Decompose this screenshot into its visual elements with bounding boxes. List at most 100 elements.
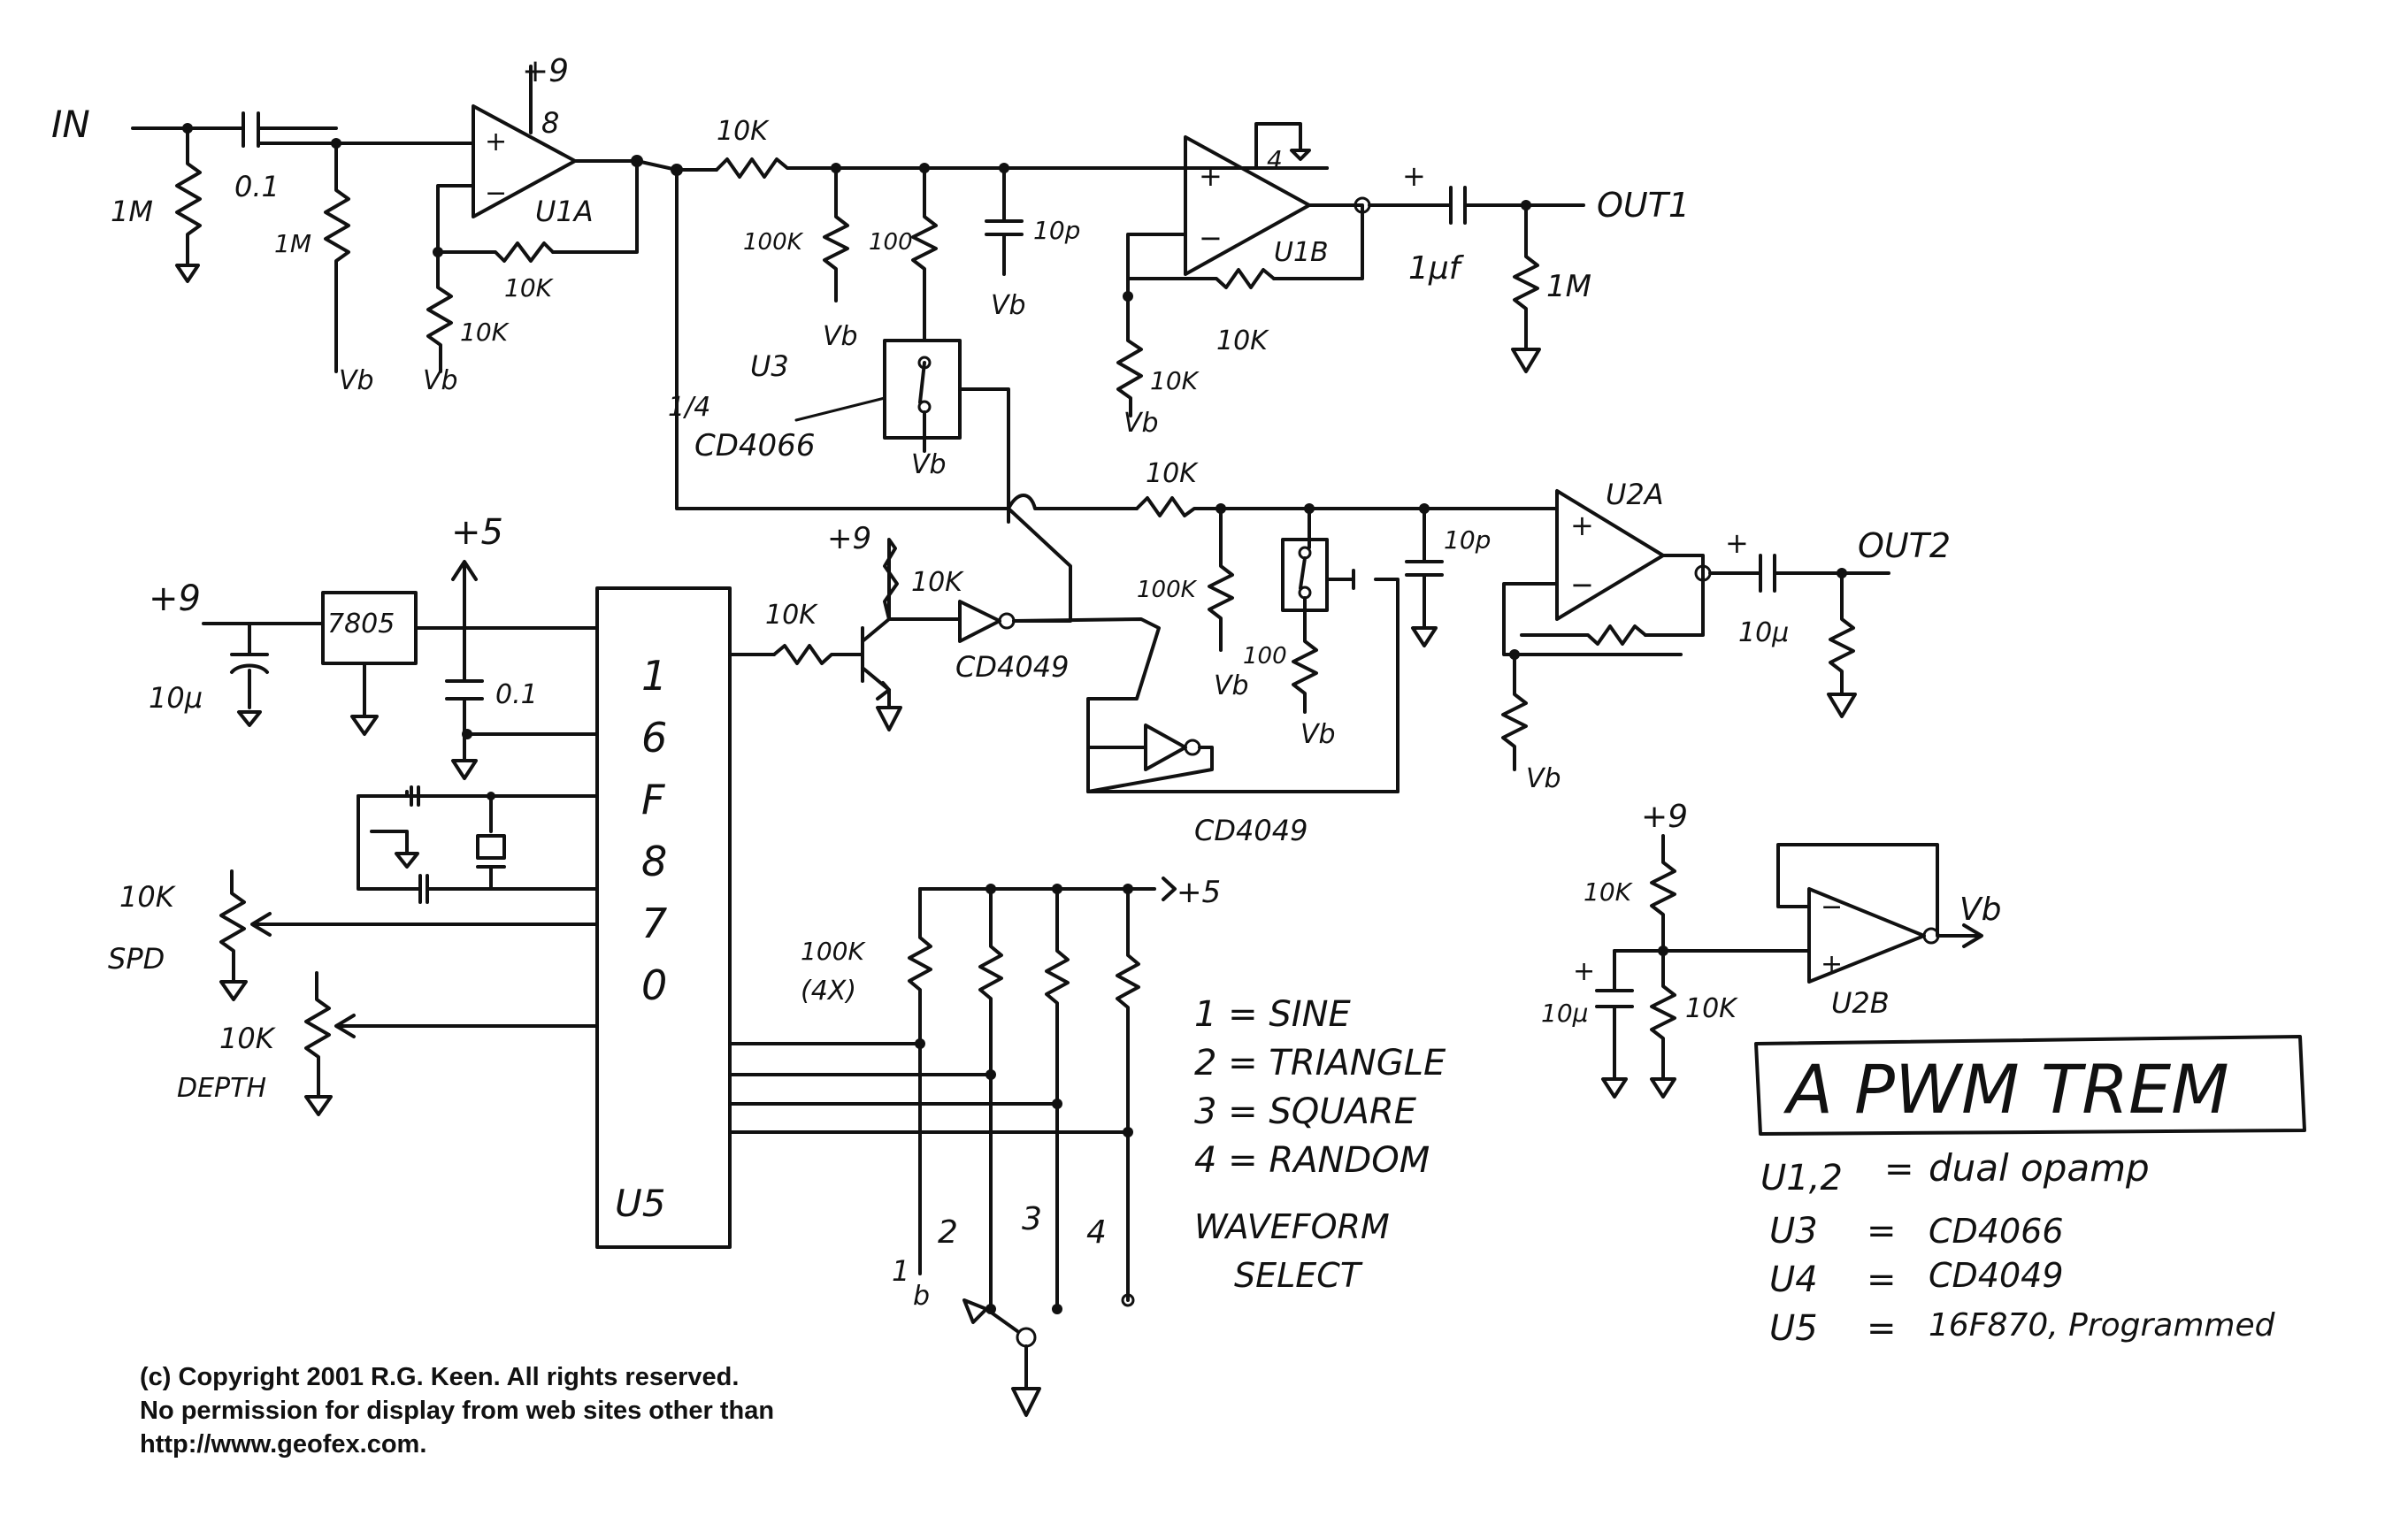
- c-input-label: 0.1: [234, 170, 280, 203]
- u5-part-char-6: 0: [641, 961, 667, 1009]
- parts-part-4: 16F870, Programmed: [1929, 1307, 2276, 1344]
- reg-supply-label: +9: [149, 578, 201, 619]
- u1-supply-label: +9: [522, 53, 569, 89]
- cd4049-b-label: CD4049: [1194, 814, 1308, 847]
- r-10k-series2-label: 10K: [1146, 458, 1199, 489]
- u5-part-char-5: 7: [641, 900, 667, 947]
- vb-label-8: Vb: [1300, 719, 1336, 750]
- vb-label-6: Vb: [1123, 408, 1159, 439]
- c-10p-2-label: 10p: [1444, 525, 1491, 555]
- r-10k-bias-bot-label: 10K: [1685, 993, 1738, 1024]
- svg-text:+: +: [1821, 949, 1843, 980]
- r-100k-1-label: 100K: [743, 229, 804, 256]
- parts-part-1: dual opamp: [1929, 1146, 2150, 1190]
- waveform-caption-2: SELECT: [1234, 1256, 1363, 1295]
- u5-part-char-2: 6: [641, 714, 667, 762]
- vb-label-9: Vb: [1526, 763, 1561, 794]
- copyright-line-2: No permission for display from web sites…: [140, 1397, 775, 1425]
- r-1m-input-label: 1M: [111, 195, 153, 228]
- depth-label: DEPTH: [177, 1073, 266, 1104]
- waveform-legend-4: 4 = RANDOM: [1194, 1140, 1430, 1181]
- r-pullups-label: 100K: [801, 937, 866, 966]
- u1-pin4-label: 4: [1267, 145, 1283, 174]
- pot-depth-value-label: 10K: [219, 1022, 277, 1055]
- u1b-label: U1B: [1274, 237, 1329, 268]
- vb-label-7: Vb: [1214, 670, 1249, 701]
- vb-output-label: Vb: [1959, 892, 2001, 928]
- c-out1-label: 1μf: [1408, 250, 1465, 287]
- r-100k-2-label: 100K: [1137, 577, 1198, 603]
- plus5-label: +5: [451, 512, 503, 553]
- waveform-legend-2: 2 = TRIANGLE: [1194, 1043, 1446, 1083]
- bias-supply-label: +9: [1641, 799, 1688, 835]
- u2a-label: U2A: [1606, 478, 1664, 511]
- q-supply-label: +9: [827, 521, 871, 556]
- svg-text:−: −: [1821, 892, 1843, 923]
- svg-text:+: +: [1725, 526, 1749, 560]
- c-01-reg-label: 0.1: [495, 679, 538, 710]
- parts-part-3: CD4049: [1929, 1256, 2064, 1295]
- u5-part-char-4: 8: [641, 838, 667, 885]
- input-label: IN: [51, 103, 90, 146]
- r-pullups-count-label: (4X): [801, 976, 856, 1007]
- copyright-notice: (c) Copyright 2001 R.G. Keen. All rights…: [140, 1360, 1113, 1461]
- regulator-label: 7805: [327, 609, 395, 639]
- switch-pos-4-label: 4: [1086, 1214, 1107, 1251]
- u3-fraction-label: 1/4: [668, 392, 710, 423]
- waveform-legend-3: 3 = SQUARE: [1194, 1091, 1417, 1132]
- r-10k-fb1-label: 10K: [504, 273, 555, 302]
- r-1m-bias-label: 1M: [274, 229, 311, 258]
- out2-label: OUT2: [1858, 526, 1951, 565]
- parts-eq-2: =: [1867, 1211, 1897, 1252]
- parts-part-2: CD4066: [1929, 1212, 2064, 1251]
- u3-part-label: CD4066: [694, 428, 815, 463]
- parts-ref-4: U5: [1769, 1308, 1818, 1349]
- u2b-label: U2B: [1831, 986, 1890, 1020]
- vb-label-1: Vb: [339, 365, 374, 396]
- parts-eq-1: =: [1884, 1149, 1914, 1190]
- parts-ref-1: U1,2: [1760, 1158, 1843, 1198]
- parts-ref-2: U3: [1769, 1211, 1818, 1252]
- r-10k-series1-label: 10K: [717, 116, 770, 147]
- cd4049-a-label: CD4049: [955, 650, 1069, 684]
- r-10k-fb2-label: 10K: [1216, 325, 1269, 356]
- r-100-1-label: 100: [869, 229, 913, 256]
- r-10k-base-label: 10K: [765, 600, 818, 631]
- svg-text:+: +: [1199, 159, 1223, 193]
- c-10u-reg-label: 10μ: [149, 681, 203, 715]
- parts-ref-3: U4: [1769, 1260, 1818, 1300]
- vb-label-4: Vb: [991, 290, 1026, 321]
- svg-text:+: +: [485, 126, 507, 157]
- r-100-2-label: 100: [1243, 643, 1287, 670]
- vb-label-5: Vb: [911, 449, 947, 480]
- r-10k-bias-top-label: 10K: [1584, 877, 1634, 907]
- parts-eq-3: =: [1867, 1260, 1897, 1300]
- c-10p-1-label: 10p: [1033, 216, 1080, 245]
- switch-pos-2-label: 2: [938, 1214, 958, 1251]
- u3-label: U3: [750, 349, 789, 383]
- vb-label-3: Vb: [823, 321, 858, 352]
- svg-text:+: +: [1402, 159, 1426, 193]
- spd-label: SPD: [108, 942, 165, 976]
- u5-part-char-3: F: [641, 776, 665, 823]
- svg-text:b: b: [913, 1281, 930, 1312]
- switch-pos-3-label: 3: [1022, 1201, 1042, 1237]
- r-10k-gnd1-label: 10K: [460, 318, 510, 347]
- vb-label-2: Vb: [423, 365, 458, 396]
- u1-pin8-label: 8: [541, 106, 559, 140]
- waveform-legend-1: 1 = SINE: [1194, 994, 1352, 1035]
- waveform-caption-1: WAVEFORM: [1194, 1207, 1390, 1246]
- c-10u-bias-label: 10μ: [1541, 999, 1588, 1028]
- u5-part-char-1: 1: [641, 652, 667, 700]
- u5-label: U5: [615, 1182, 665, 1225]
- c-out2-label: 10μ: [1738, 617, 1789, 648]
- svg-text:+: +: [1573, 956, 1595, 987]
- switch-pos-1-label: 1: [892, 1254, 909, 1288]
- svg-text:−: −: [485, 178, 507, 209]
- copyright-line-3: http://www.geofex.com.: [140, 1430, 427, 1459]
- out1-label: OUT1: [1597, 186, 1690, 225]
- pot-spd-value-label: 10K: [119, 880, 177, 914]
- svg-text:−: −: [1199, 221, 1223, 255]
- r-10k-q-label: 10K: [911, 567, 964, 598]
